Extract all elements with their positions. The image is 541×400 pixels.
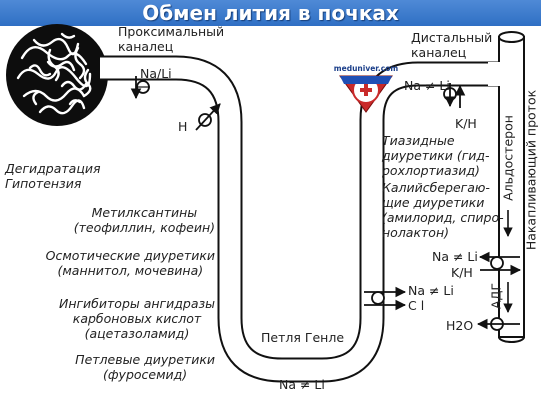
distal-transporter <box>443 83 466 108</box>
duct-h2o-transporter <box>476 317 520 331</box>
watermark-text: meduniver.com <box>334 64 399 73</box>
loop-label: Петля Генле <box>261 330 345 345</box>
ascending-transporter <box>364 286 407 311</box>
glomerulus <box>6 24 108 126</box>
proximal-nali-transporter <box>130 76 150 100</box>
asc-nali-label: Na ≠ Li <box>408 283 454 298</box>
duct-nali-label: Na ≠ Li <box>432 249 478 264</box>
duct-kh-label: K/H <box>451 265 473 280</box>
osmotic-label: Осмотические диуретики (маннитол, мочеви… <box>45 248 215 278</box>
proximal-h-label: H <box>178 119 188 134</box>
thiazide-label: Тиазидные диуретики (гид- рохлортиазид) <box>382 133 490 178</box>
methylxanthines-label: Метилксантины (теофиллин, кофеин) <box>73 205 215 235</box>
asc-cl-label: C l <box>408 298 425 313</box>
conditions-label: Дегидратация Гипотензия <box>5 161 101 191</box>
loop-nali-label: Na ≠ Li <box>279 377 325 392</box>
proximal-label: Проксимальный каналец <box>118 24 225 54</box>
duct-nali-transporter <box>478 251 522 276</box>
proximal-nali-label: Na/Li <box>140 66 172 81</box>
proximal-h-transporter <box>195 103 221 131</box>
loop-diuretics-label: Петлевые диуретики (фуросемид) <box>75 352 215 382</box>
adh-label: АДГ <box>488 283 504 309</box>
collecting-duct-label: Накапливающий проток <box>523 89 539 251</box>
title-banner: Обмен лития в почках <box>0 0 541 26</box>
collecting-duct <box>488 31 525 343</box>
distal-nali-label: Na ≠ Li <box>404 78 450 93</box>
meduniver-logo <box>339 75 393 113</box>
distal-kh-label: K/H <box>455 116 477 131</box>
cai-label: Ингибиторы ангидразы карбоновых кислот (… <box>58 296 215 341</box>
k-sparing-label: Калийсберегаю- щие диуретики (амилорид, … <box>382 180 504 240</box>
duct-h2o-label: H2O <box>446 318 474 333</box>
distal-label: Дистальный каналец <box>411 30 493 60</box>
page-title: Обмен лития в почках <box>142 1 399 25</box>
